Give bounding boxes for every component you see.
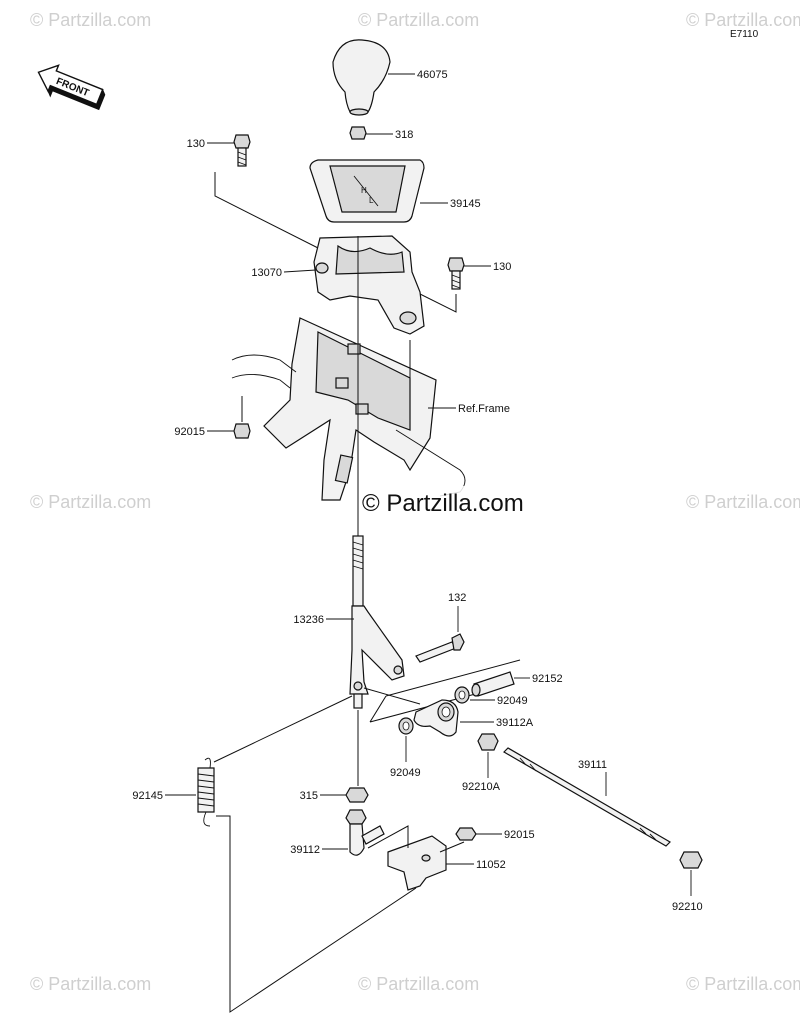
part-labels: 46075 318 130 39145 13070 130 92015 Ref.…	[132, 69, 702, 913]
svg-text:L: L	[369, 196, 374, 205]
watermarks: © Partzilla.com © Partzilla.com © Partzi…	[30, 10, 800, 994]
label-130-left: 130	[187, 138, 205, 150]
label-92210: 92210	[672, 901, 703, 913]
label-92152: 92152	[532, 673, 563, 685]
part-130-bolt-right	[447, 257, 491, 290]
part-92015-nut-lower	[455, 827, 502, 841]
label-46075: 46075	[417, 69, 448, 81]
part-92015-nut-upper	[207, 423, 251, 439]
leader-130-right	[411, 289, 457, 313]
main-watermark: © Partzilla.com	[360, 486, 546, 518]
part-92145-spring	[165, 757, 215, 827]
watermark-top-right: © Partzilla.com	[686, 10, 800, 30]
label-13236: 13236	[293, 614, 324, 626]
part-130-bolt-left	[207, 134, 251, 167]
watermark-bottom-left: © Partzilla.com	[30, 974, 151, 994]
label-39111: 39111	[578, 759, 607, 771]
front-arrow-icon: FRONT	[37, 64, 106, 111]
part-315-nut	[320, 787, 369, 803]
watermark-mid-right: © Partzilla.com	[686, 492, 800, 512]
part-39111-rod	[503, 747, 671, 847]
label-318: 318	[395, 129, 413, 141]
ref-frame	[231, 317, 466, 501]
svg-text:H: H	[361, 186, 367, 195]
leader-92145-bottom	[216, 815, 417, 1013]
part-318-nut	[349, 126, 393, 140]
leader-92145-top	[213, 695, 353, 763]
watermark-bottom-center: © Partzilla.com	[358, 974, 479, 994]
watermark-bottom-right: © Partzilla.com	[686, 974, 800, 994]
label-315: 315	[300, 790, 318, 802]
label-13070: 13070	[251, 267, 282, 279]
label-92049-upper: 92049	[497, 695, 528, 707]
part-39145-gate-plate: H L	[309, 159, 448, 223]
leader-130-left	[214, 172, 323, 251]
part-92210A-nut	[477, 733, 499, 778]
label-11052: 11052	[476, 859, 506, 871]
label-92145: 92145	[132, 790, 163, 802]
part-13236-shift-lever	[326, 535, 405, 709]
label-39145: 39145	[450, 198, 481, 210]
label-92015-upper: 92015	[174, 426, 205, 438]
part-92049-washer-lower	[398, 717, 414, 762]
part-46075-shift-knob	[332, 39, 415, 116]
part-92210-nut	[679, 851, 703, 896]
part-39112-ball-joint	[322, 809, 385, 856]
label-92210A: 92210A	[462, 781, 501, 793]
part-11052-bracket	[387, 835, 474, 891]
watermark-top-center: © Partzilla.com	[358, 10, 479, 30]
part-92152-pin	[471, 671, 530, 697]
watermark-main: © Partzilla.com	[362, 490, 524, 517]
label-130-right: 130	[493, 261, 511, 273]
part-39112A-arm	[413, 699, 494, 737]
diagram-code: E7110	[730, 29, 759, 40]
label-92015-lower: 92015	[504, 829, 535, 841]
label-132: 132	[448, 592, 466, 604]
watermark-mid-left: © Partzilla.com	[30, 492, 151, 512]
label-39112A: 39112A	[496, 717, 534, 729]
part-13070-bracket	[283, 235, 425, 335]
label-ref-frame: Ref.Frame	[458, 403, 510, 415]
label-39112: 39112	[290, 844, 320, 856]
watermark-top-left: © Partzilla.com	[30, 10, 151, 30]
label-92049-lower: 92049	[390, 767, 421, 779]
part-132-bolt	[415, 606, 465, 663]
part-92049-washer-upper	[454, 686, 495, 704]
